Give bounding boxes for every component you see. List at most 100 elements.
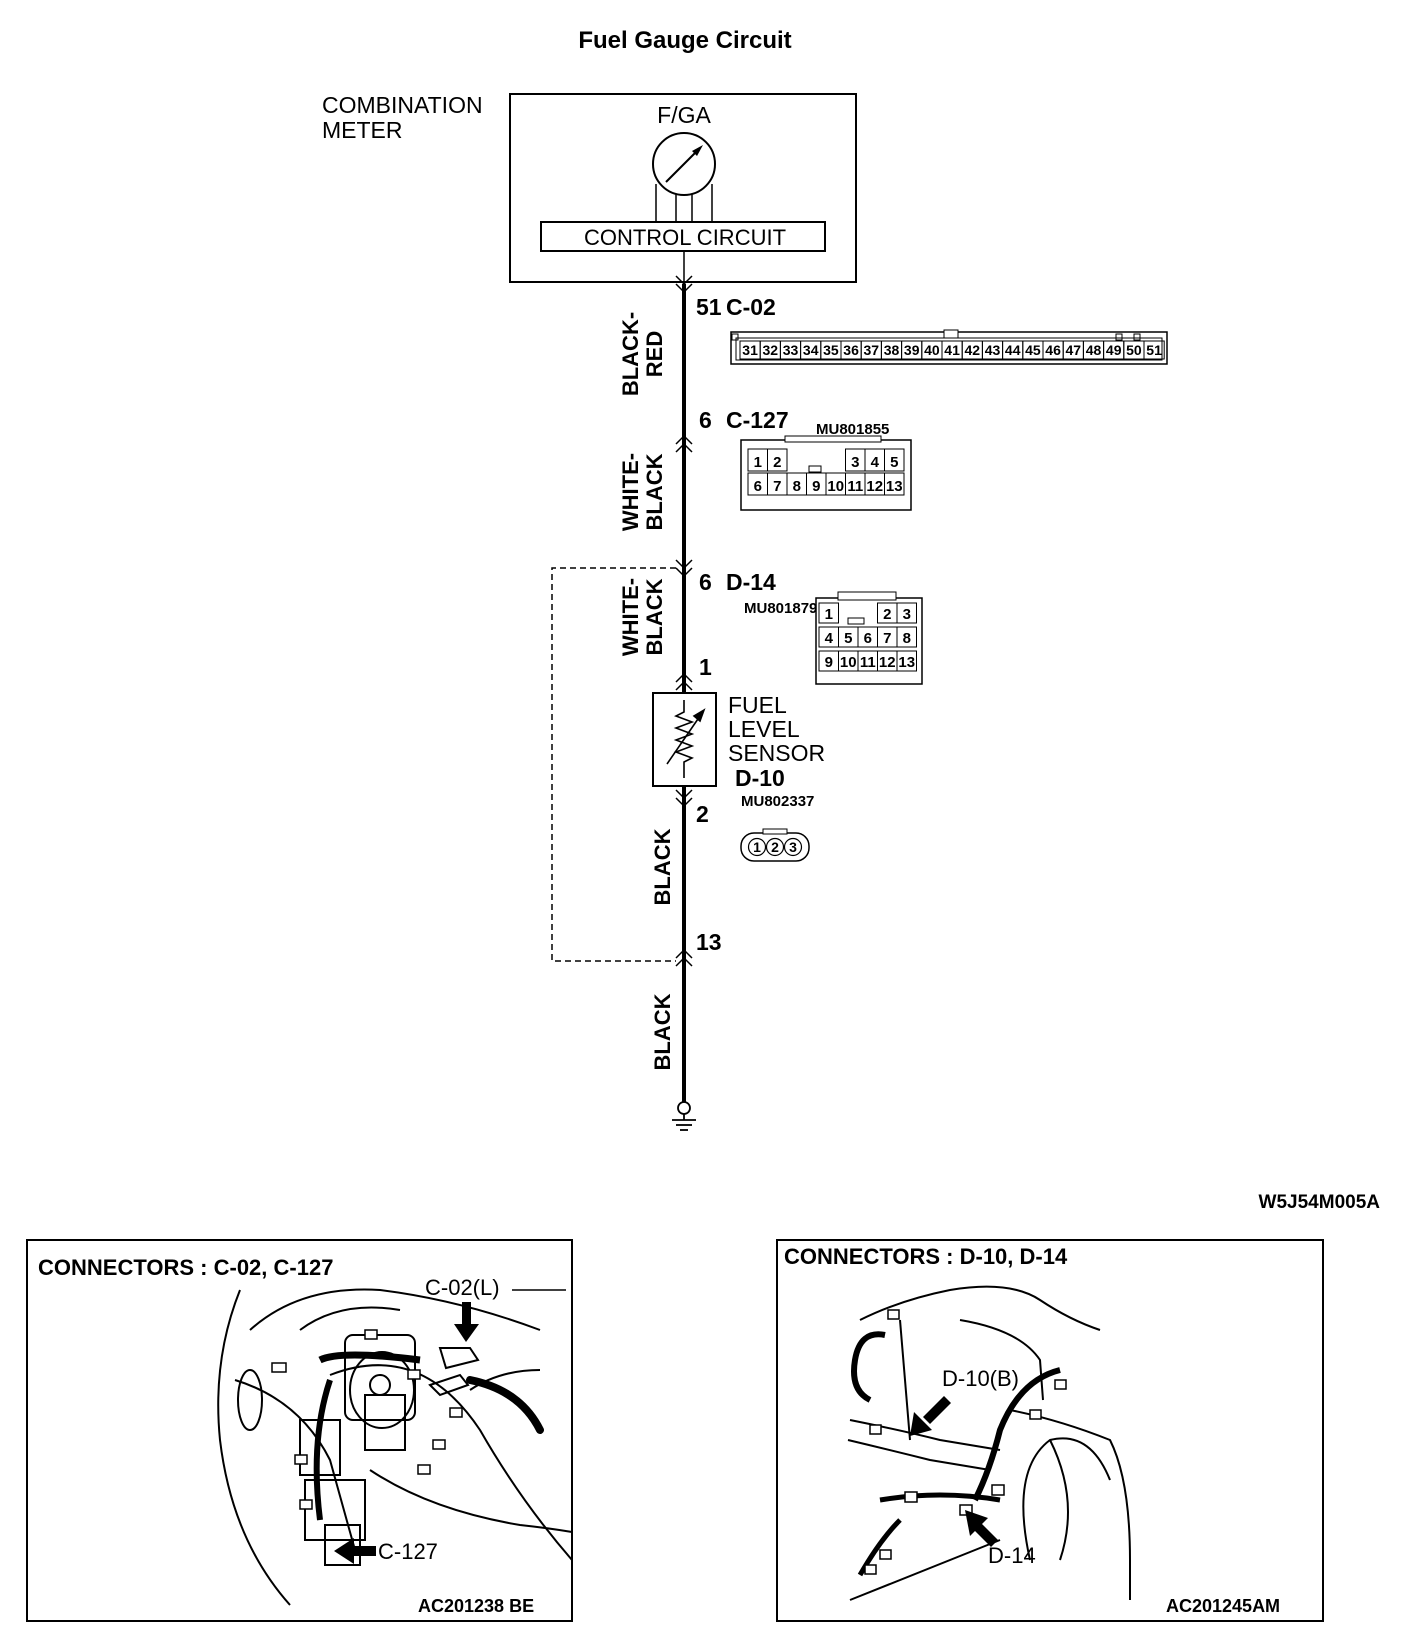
c02-pin-36: 36 <box>843 342 859 358</box>
d14-pin-13-cell <box>896 650 917 672</box>
ground-icon <box>672 1101 696 1131</box>
sensor-label-line3: SENSOR <box>728 740 825 766</box>
d14-pin-6: 6 <box>864 630 872 647</box>
svg-text:WHITE-: WHITE- <box>618 578 643 656</box>
fuel-gauge-icon <box>652 132 716 222</box>
c02-pin-49: 49 <box>1106 342 1122 358</box>
wire-label-black-1: BLACK <box>650 828 675 905</box>
c02-pin-48: 48 <box>1086 342 1102 358</box>
d10-pin-1-cell <box>747 837 767 857</box>
c127-pin-13-cell <box>884 472 905 496</box>
c127-pin-6: 6 <box>754 478 762 495</box>
c127-pin-10: 10 <box>827 478 844 495</box>
c127-pin-13: 13 <box>886 478 903 495</box>
d14-pin-1-cell <box>818 602 839 624</box>
d14-part-number: MU801879 <box>744 600 817 617</box>
svg-text:BLACK: BLACK <box>642 578 667 655</box>
c02-pin-51: 51 <box>1146 342 1162 358</box>
c02-pin-50: 50 <box>1126 342 1142 358</box>
c127-part-number: MU801855 <box>816 421 889 438</box>
d10-pin-3: 3 <box>789 839 797 855</box>
panel-right-code: AC201245AM <box>1166 1596 1280 1616</box>
wire-label-white-black-1: WHITE- BLACK <box>618 453 667 531</box>
c02-pin-43: 43 <box>985 342 1001 358</box>
panel-left-title: CONNECTORS : C-02, C-127 <box>38 1255 333 1280</box>
d10-part-number: MU802337 <box>741 793 814 810</box>
d14-pin-7: 7 <box>883 630 891 647</box>
connector-symbol-d14-top <box>675 559 693 578</box>
wire-label-black-red: BLACK- RED <box>618 312 667 396</box>
c127-key <box>808 465 822 473</box>
c02-pin-33: 33 <box>783 342 799 358</box>
d14-pin-11: 11 <box>860 654 876 671</box>
d14-key <box>847 617 865 625</box>
connector-symbol-c127 <box>675 434 693 453</box>
control-circuit-box <box>540 221 826 252</box>
d14-pin-top-label: 6 <box>699 569 712 595</box>
d14-pin-1: 1 <box>825 606 833 623</box>
c02-pin-40: 40 <box>924 342 940 358</box>
d14-name-label: D-14 <box>726 569 776 595</box>
c127-pin-2-cell <box>767 448 788 472</box>
splice-pin-label: 13 <box>696 929 722 955</box>
d10-pin-label: 2 <box>696 801 709 827</box>
d14-pin-4: 4 <box>825 630 834 647</box>
d14-pin-3: 3 <box>903 606 911 623</box>
c127-pin-12: 12 <box>866 478 883 495</box>
connector-symbol-splice <box>675 948 693 967</box>
sensor-label-line2: LEVEL <box>728 716 800 742</box>
svg-text:WHITE-: WHITE- <box>618 453 643 531</box>
c127-pin-7: 7 <box>773 478 781 495</box>
c02-name-label: C-02 <box>726 294 776 320</box>
c02-pin-41: 41 <box>944 342 960 358</box>
c127-pin-3: 3 <box>851 454 859 471</box>
arrow-c127-icon <box>334 1538 376 1564</box>
c02-pin-39: 39 <box>904 342 920 358</box>
c02-pin-label: 51 <box>696 294 722 320</box>
c02-pin-51-cell <box>1143 340 1165 360</box>
d10-pin-2: 2 <box>771 839 779 855</box>
d14-pin-13: 13 <box>898 654 915 671</box>
meter-label-line2: METER <box>322 117 403 143</box>
d14-pin-2: 2 <box>883 606 891 623</box>
c02-pin-37: 37 <box>864 342 880 358</box>
variable-resistor-icon <box>666 700 706 778</box>
c02-pin-32: 32 <box>763 342 779 358</box>
d10-name-label: D-10 <box>735 765 785 791</box>
c127-pin-5: 5 <box>890 454 898 471</box>
c127-pin-11: 11 <box>847 478 863 495</box>
d10-pin-2-cell <box>765 837 785 857</box>
panel-right-callout-d14: D-14 <box>988 1543 1036 1568</box>
panel-right-title: CONNECTORS : D-10, D-14 <box>784 1244 1068 1269</box>
d10-pin-1: 1 <box>753 839 761 855</box>
d14-pin-12: 12 <box>879 654 896 671</box>
svg-text:BLACK-: BLACK- <box>618 312 643 396</box>
panel-left-callout-c127: C-127 <box>378 1539 438 1564</box>
panel-left-callout-c02: C-02(L) <box>425 1275 500 1300</box>
d14-pin-10: 10 <box>840 654 857 671</box>
d14-pin-8: 8 <box>903 630 911 647</box>
connector-symbol-d10-bottom <box>675 789 693 808</box>
c127-pin-5-cell <box>884 448 905 472</box>
d14-pin-3-cell <box>896 602 917 624</box>
c127-pin-label: 6 <box>699 407 712 433</box>
c127-pin-2: 2 <box>773 454 781 471</box>
diagram-code: W5J54M005A <box>1259 1192 1381 1213</box>
panel-left-code: AC201238 BE <box>418 1596 534 1616</box>
shield-dashed-line <box>551 567 676 962</box>
c127-pin-9: 9 <box>812 478 820 495</box>
c02-pin-35: 35 <box>823 342 839 358</box>
c127-pin-4: 4 <box>871 454 880 471</box>
c02-pin-45: 45 <box>1025 342 1041 358</box>
arrow-c02-icon <box>454 1302 479 1342</box>
connector-symbol-c02 <box>675 275 693 294</box>
control-circuit-label: CONTROL CIRCUIT <box>584 225 786 250</box>
c127-name-label: C-127 <box>726 407 789 433</box>
svg-text:RED: RED <box>642 331 667 377</box>
wire-label-black-2: BLACK <box>650 993 675 1070</box>
wire-label-white-black-2: WHITE- BLACK <box>618 578 667 656</box>
